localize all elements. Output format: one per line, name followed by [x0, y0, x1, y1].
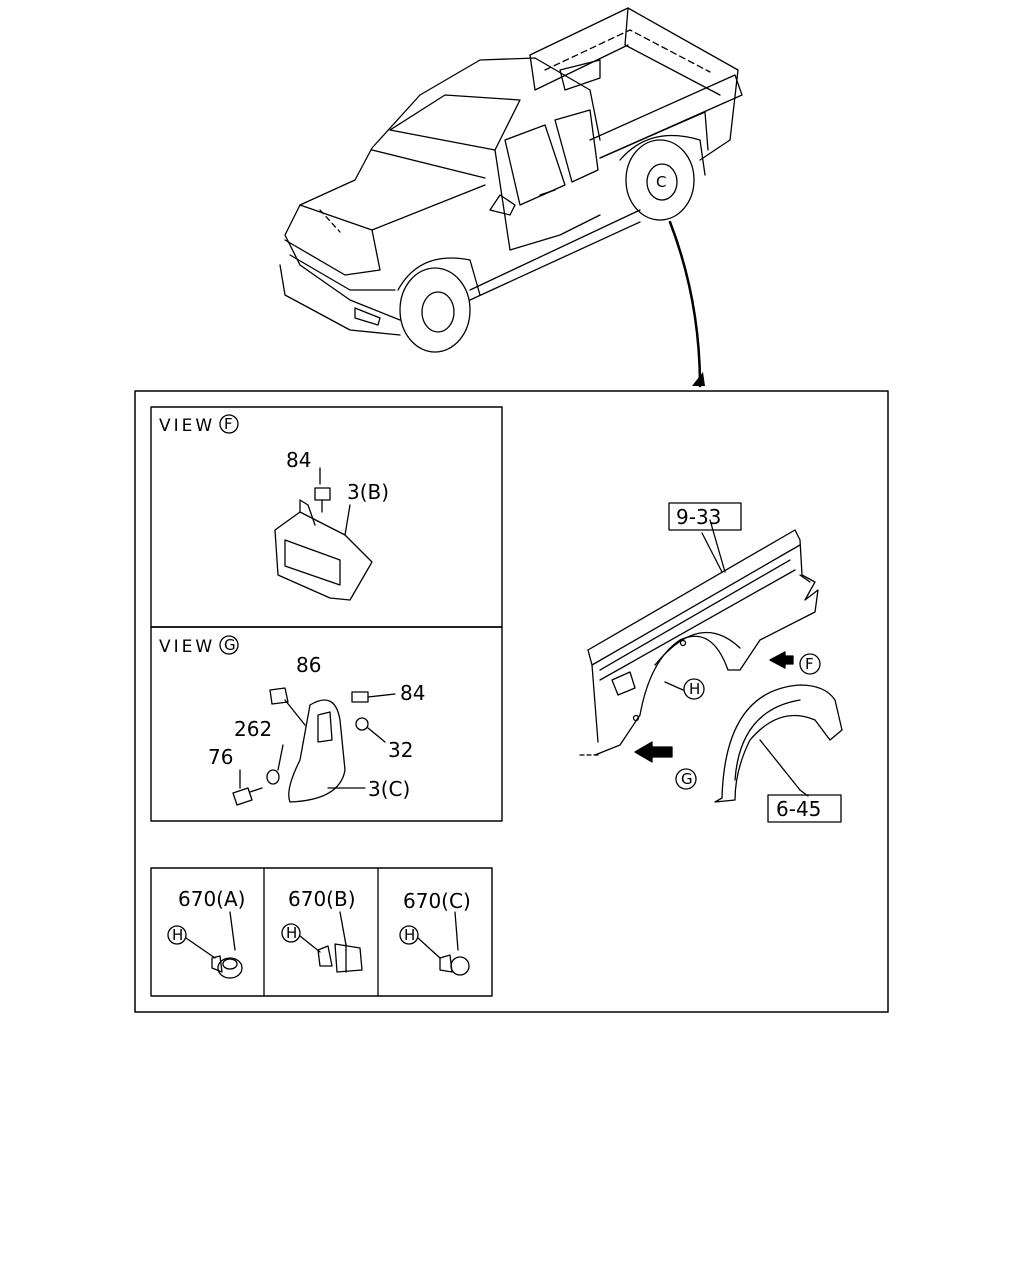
- fastener-b-clip: [299, 911, 363, 973]
- wheel-arch-flare: [714, 684, 843, 803]
- part-label-32: 32: [388, 738, 413, 762]
- view-f-panel: [150, 406, 503, 628]
- view-g-marker: G: [224, 636, 236, 654]
- view-g-title: VIEW: [159, 637, 215, 657]
- part-label-84-f: 84: [286, 448, 311, 472]
- pickup-truck-illustration: [279, 7, 743, 353]
- rear-wheel: [625, 139, 695, 221]
- view-g-panel: [150, 626, 503, 822]
- rear-side-panel: [579, 519, 819, 756]
- panel-ref-label: 9-33: [676, 505, 721, 529]
- panel-ref-box: [668, 502, 742, 531]
- flare-ref-label: 6-45: [776, 797, 821, 821]
- fastener-b-marker: H: [286, 924, 297, 942]
- part-label-86: 86: [296, 653, 321, 677]
- flare-ref-box: [767, 794, 842, 823]
- mudguard-front-part: [274, 467, 373, 601]
- mudguard-rear-part: [232, 687, 396, 806]
- fastener-a-label: 670(A): [178, 887, 245, 911]
- detail-frame: [134, 390, 889, 1013]
- part-label-3c: 3(C): [368, 777, 410, 801]
- part-label-76: 76: [208, 745, 233, 769]
- view-f-title: VIEW: [159, 416, 215, 436]
- front-wheel: [399, 267, 471, 353]
- arrow-f-letter: F: [805, 655, 814, 673]
- fastener-a-clip: [185, 911, 243, 979]
- part-label-84-g: 84: [400, 681, 425, 705]
- fastener-c-clip: [417, 911, 470, 976]
- fastener-c-label: 670(C): [403, 889, 471, 913]
- marker-h-letter: H: [689, 680, 700, 698]
- arrow-g-letter: G: [681, 770, 693, 788]
- part-label-3b: 3(B): [347, 480, 389, 504]
- callout-leader: [668, 220, 702, 388]
- fastener-a-marker: H: [172, 926, 183, 944]
- view-f-marker: F: [224, 415, 233, 433]
- arrow-g: [634, 741, 697, 790]
- part-label-262: 262: [234, 717, 272, 741]
- wheel-marker-letter: C: [656, 173, 666, 191]
- fastener-table: [150, 867, 493, 997]
- fastener-c-marker: H: [404, 926, 415, 944]
- fastener-b-label: 670(B): [288, 887, 356, 911]
- marker-h-main: [683, 678, 705, 700]
- arrow-f: [769, 651, 821, 675]
